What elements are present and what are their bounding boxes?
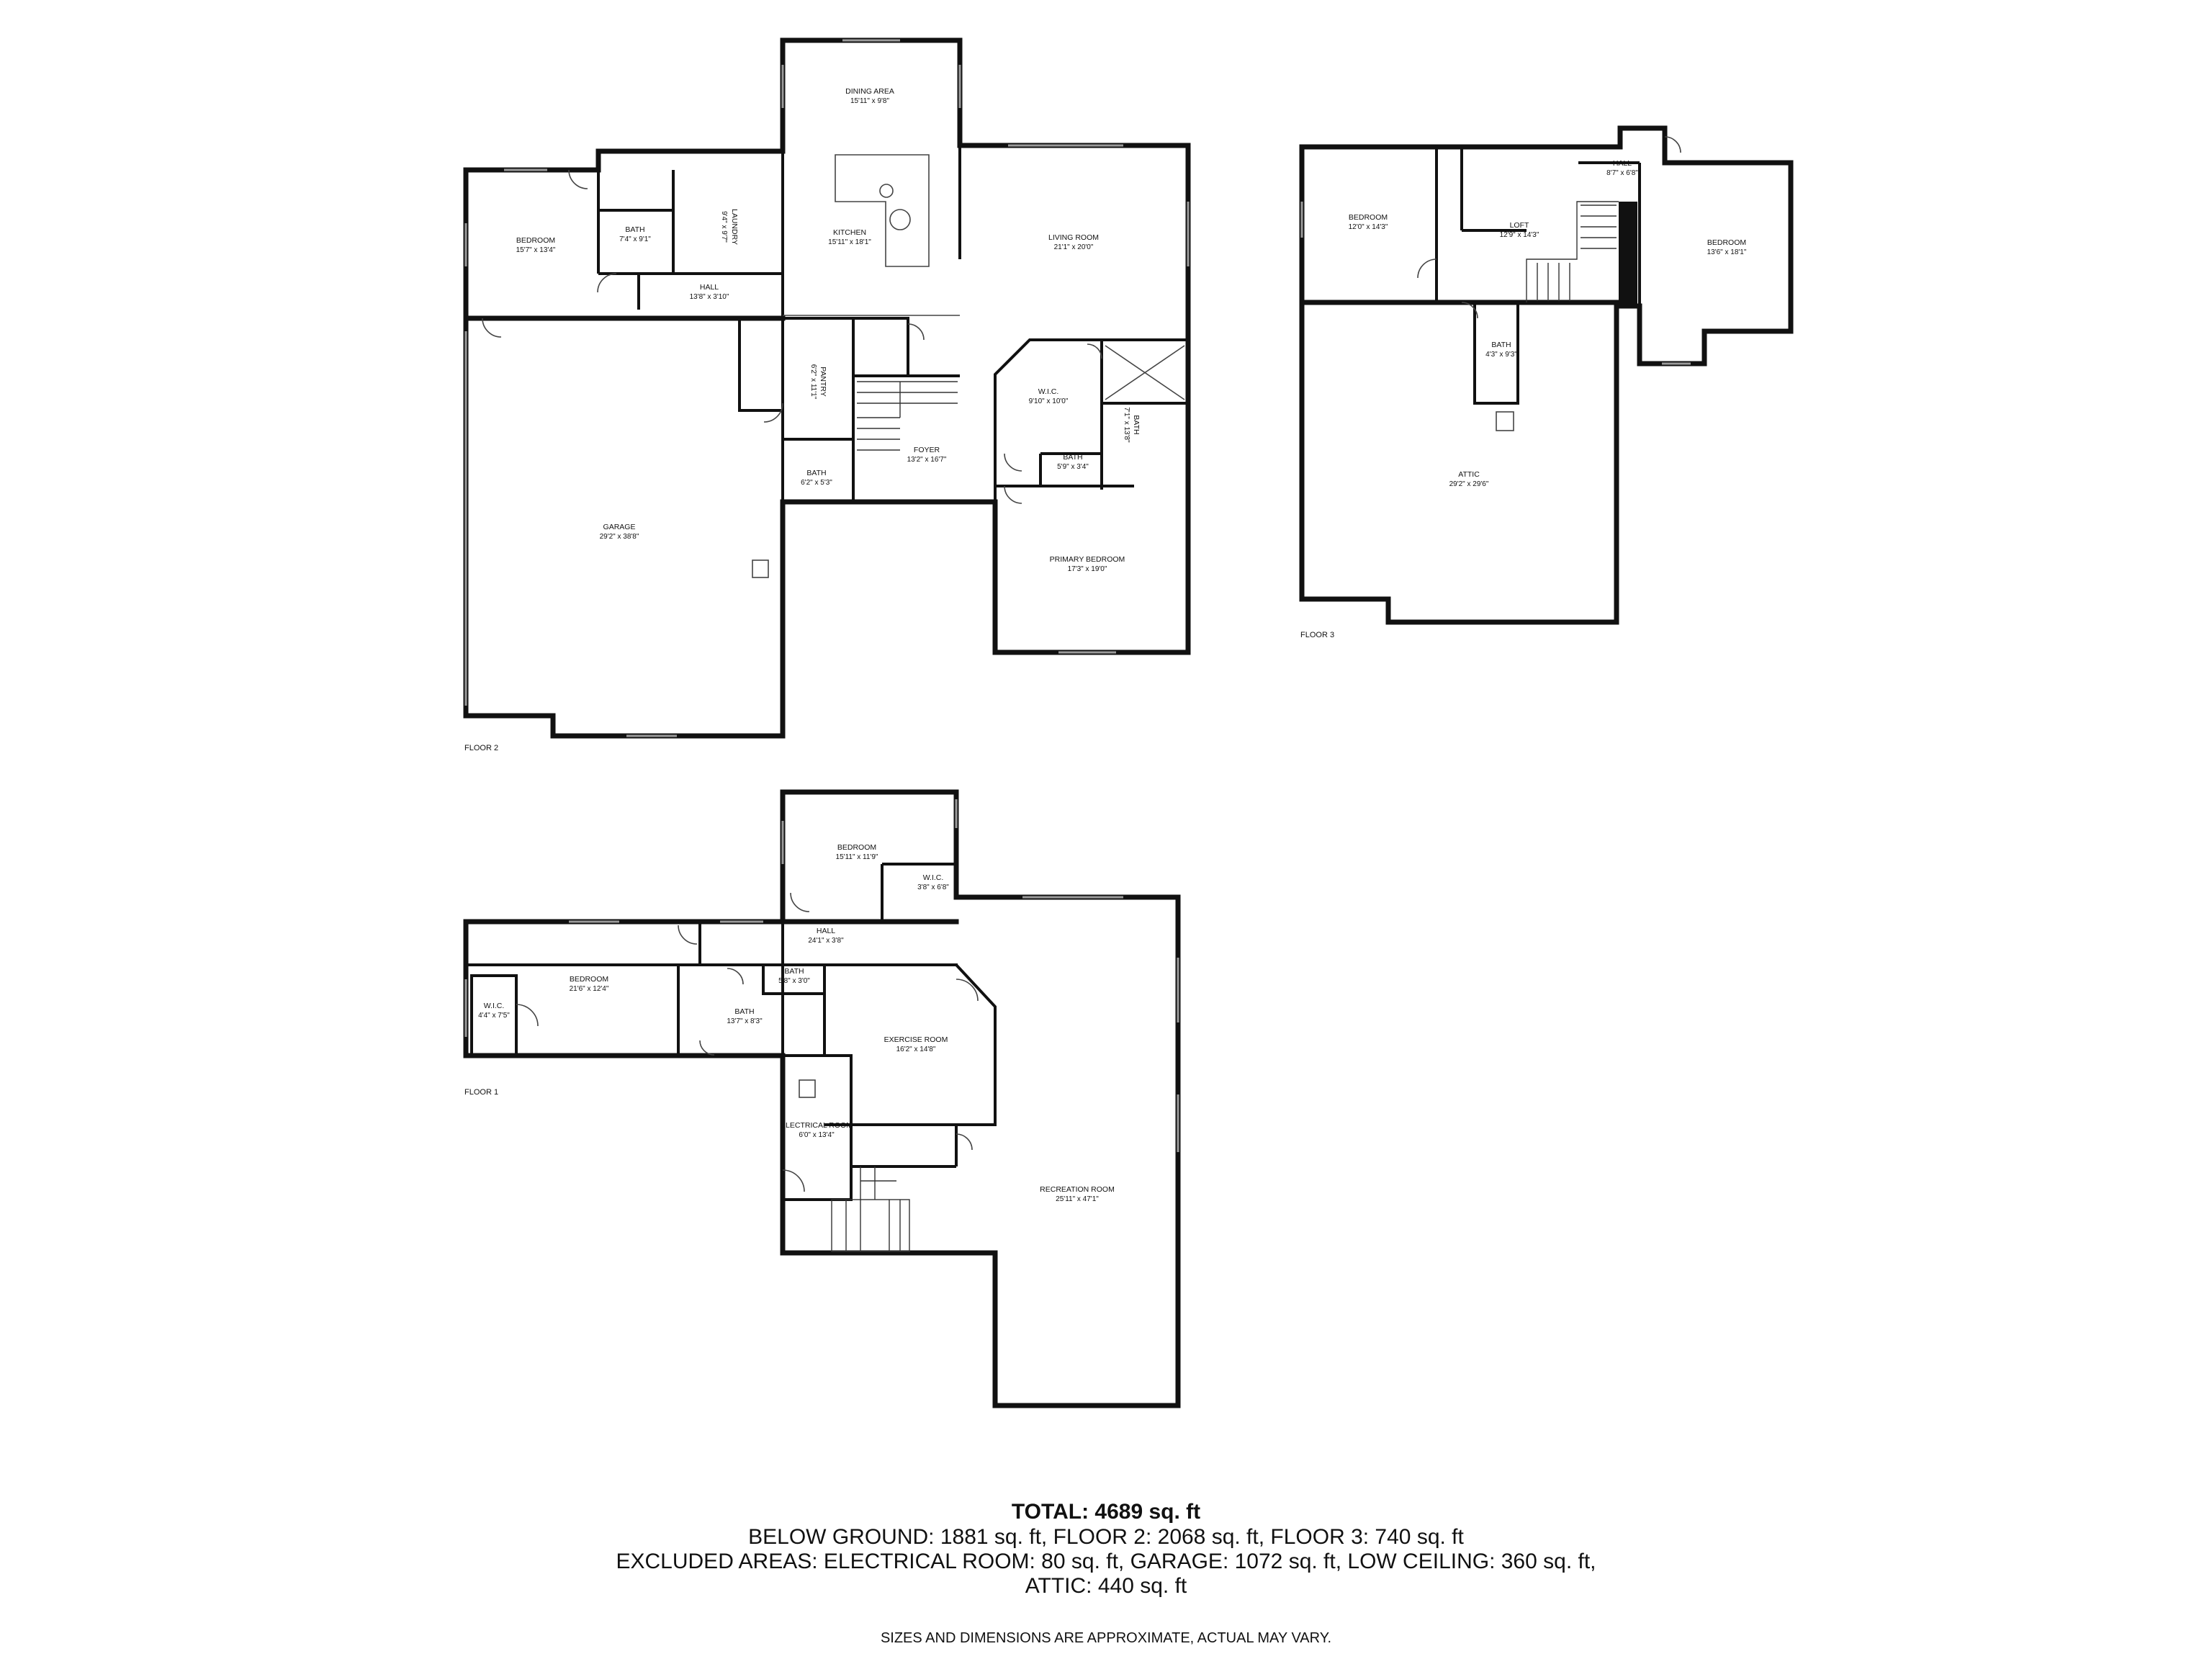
area-breakdown: BELOW GROUND: 1881 sq. ft, FLOOR 2: 2068…: [748, 1525, 1464, 1549]
room-name: EXERCISE ROOM: [884, 1035, 948, 1044]
room-name: LIVING ROOM: [1048, 233, 1099, 242]
floor-label: FLOOR 1: [464, 1088, 498, 1097]
room-name: RECREATION ROOM: [1040, 1185, 1115, 1194]
room-name: BATH: [734, 1007, 754, 1016]
room-dimension: 9'10" x 10'0": [1029, 397, 1069, 405]
room-name: BEDROOM: [837, 843, 876, 852]
excluded-areas: EXCLUDED AREAS: ELECTRICAL ROOM: 80 sq. …: [616, 1550, 1596, 1573]
room-dimension: 5'8" x 3'0": [778, 977, 810, 985]
room-dimension: 29'2" x 38'8": [600, 533, 639, 541]
room-dimension: 8'7" x 6'8": [1606, 169, 1638, 177]
room-dimension: 13'2" x 16'7": [907, 456, 947, 464]
floor-3-exterior-wall: [1299, 125, 1794, 625]
disclaimer: SIZES AND DIMENSIONS ARE APPROXIMATE, AC…: [880, 1630, 1332, 1646]
room-dimension: 3'8" x 6'8": [917, 884, 949, 891]
room-name: W.I.C.: [923, 873, 944, 882]
room-name: ATTIC: [1458, 470, 1480, 479]
room-name: KITCHEN: [833, 228, 866, 237]
room-dimension: 15'7" x 13'4": [516, 246, 556, 254]
room-name: HALL: [1613, 159, 1632, 168]
room-name: HALL: [700, 283, 719, 292]
excluded-areas-continued: ATTIC: 440 sq. ft: [1025, 1574, 1187, 1598]
room-name: BEDROOM: [516, 236, 555, 245]
room-dimension: 25'11" x 47'1": [1056, 1195, 1099, 1203]
room-dimension: 15'11" x 18'1": [828, 238, 871, 246]
room-dimension: 5'9" x 3'4": [1057, 463, 1089, 471]
room-dimension: 15'11" x 11'9": [836, 853, 878, 861]
room-name: HALL: [817, 927, 835, 935]
room-name: BATH: [1132, 415, 1141, 434]
room-name: PRIMARY BEDROOM: [1050, 555, 1125, 564]
floor-1-plan: BEDROOM 15'11" x 11'9" W.I.C. 3'8" x 6'8…: [463, 789, 1181, 1408]
room-name: FOYER: [914, 446, 940, 454]
room-name: BEDROOM: [1707, 238, 1746, 247]
room-dimension: 7'1" x 13'8": [1123, 407, 1130, 443]
room-dimension: 29'2" x 29'6": [1449, 480, 1489, 488]
room-dimension: 21'6" x 12'4": [570, 985, 609, 993]
floor-label: FLOOR 2: [464, 744, 498, 752]
room-dimension: 13'8" x 3'10": [690, 293, 729, 301]
room-name: BATH: [1063, 453, 1082, 462]
room-name: BATH: [806, 469, 826, 477]
floor-2-plan: BEDROOM 15'7" x 13'4" BATH 7'4" x 9'1" L…: [463, 37, 1191, 752]
room-name: BATH: [784, 967, 804, 976]
room-name: PANTRY: [819, 367, 827, 397]
room-name: LAUNDRY: [730, 209, 739, 245]
room-dimension: 17'3" x 19'0": [1068, 565, 1107, 573]
room-dimension: 9'4" x 9'7": [720, 211, 728, 243]
room-dimension: 6'2" x 5'3": [801, 479, 832, 487]
floor-label: FLOOR 3: [1300, 631, 1334, 639]
room-dimension: 15'11" x 9'8": [850, 97, 890, 105]
floor-1-exterior-wall: [463, 789, 1181, 1408]
room-name: BEDROOM: [570, 975, 608, 984]
room-name: BATH: [625, 225, 644, 234]
room-name: BATH: [1491, 341, 1511, 349]
chimney: [1619, 202, 1637, 307]
room-name: GARAGE: [603, 523, 636, 531]
room-dimension: 6'2" x 11'1": [809, 364, 817, 400]
room-name: DINING AREA: [845, 87, 894, 96]
total-area: TOTAL: 4689 sq. ft: [1011, 1500, 1201, 1524]
room-name: LOFT: [1510, 221, 1529, 230]
room-dimension: 24'1" x 3'8": [808, 937, 844, 945]
room-dimension: 12'0" x 14'3": [1349, 223, 1388, 231]
room-dimension: 4'3" x 9'3": [1485, 351, 1517, 359]
room-dimension: 13'7" x 8'3": [727, 1017, 763, 1025]
room-dimension: 16'2" x 14'8": [896, 1046, 936, 1053]
room-name: BEDROOM: [1349, 213, 1388, 222]
room-name: ELECTRICAL ROOM: [781, 1121, 853, 1130]
room-dimension: 13'6" x 18'1": [1707, 248, 1747, 256]
room-name: W.I.C.: [1038, 387, 1059, 396]
floor-3-plan: BEDROOM 12'0" x 14'3" LOFT 12'9" x 14'3"…: [1299, 125, 1794, 639]
room-dimension: 7'4" x 9'1": [619, 235, 651, 243]
room-name: W.I.C.: [484, 1002, 505, 1010]
room-dimension: 12'9" x 14'3": [1500, 231, 1539, 239]
room-dimension: 21'1" x 20'0": [1054, 243, 1094, 251]
room-dimension: 6'0" x 13'4": [799, 1131, 835, 1139]
room-dimension: 4'4" x 7'5": [478, 1012, 510, 1020]
